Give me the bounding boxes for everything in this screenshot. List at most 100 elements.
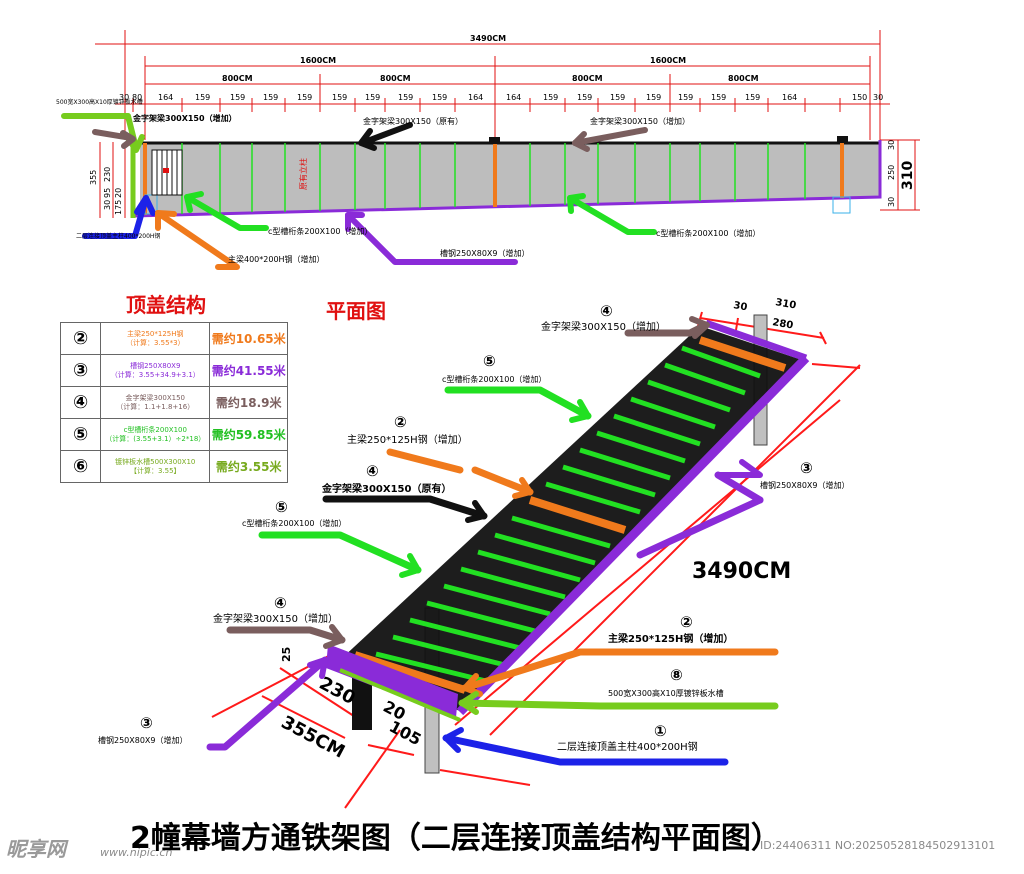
table-row: ④ 金字架梁300X150（计算：1.1+1.8+16） 需约18.9米 (59, 386, 288, 419)
iso-num-3-right: ③ (800, 459, 813, 477)
left-dim-230: 230 (103, 167, 112, 182)
iso-num-5-mid: ⑤ (275, 498, 288, 516)
main-title: 2幢幕墙方通铁架图（二层连接顶盖结构平面图） (130, 821, 781, 856)
left-dim-30: 30 (103, 200, 112, 210)
column-mark-mid (489, 137, 500, 144)
iso-num-1: ① (654, 722, 667, 740)
column-support-black (352, 670, 372, 730)
watermark-url: www.nipic.cn (100, 846, 172, 859)
isometric-view: 30 310 280 3490CM 355CM 230 25 20 105 ④ … (98, 297, 861, 809)
label-truss-orig: 金字架梁300X150（原有） (363, 116, 463, 126)
spacing-dim: 164 (782, 93, 797, 102)
label-column-top: 二层连接顶盖主柱400*200H钢 (76, 232, 160, 240)
spacing-dim: 159 (577, 93, 592, 102)
iso-channel-front (326, 644, 458, 718)
iso-num-2-mid: ② (394, 413, 407, 431)
label-truss-add-left: 金字架梁300X150（增加） (132, 113, 237, 123)
channel-steel-edge (132, 140, 882, 218)
right-dim-310: 310 (900, 161, 916, 190)
watermark-id: ID:24406311 NO:20250528184502913101 (760, 839, 995, 852)
iso-label-purlin-top: c型槽桁条200X100（增加） (442, 374, 546, 384)
iso-dim-length: 3490CM (692, 559, 791, 584)
iso-label-truss-orig: 金字架梁300X150（原有） (321, 482, 451, 495)
iso-label-channel-right: 槽钢250X80X9（增加） (760, 480, 850, 490)
row-desc-line2: （计算：3.55+34.9+3.1） (110, 370, 200, 379)
quarter-dim-4: 800CM (728, 74, 759, 83)
spacing-dim: 159 (678, 93, 693, 102)
spacing-dim: 159 (365, 93, 380, 102)
right-dim-250: 250 (887, 165, 896, 180)
iso-label-beam-low: 主梁250*125H钢（增加） (608, 632, 733, 645)
iso-dim-25: 25 (280, 647, 293, 662)
label-purlin-left: c型槽桁条200X100（增加） (268, 226, 372, 236)
iso-num-5-top: ⑤ (483, 352, 496, 370)
row-qty: 需约3.55米 (209, 450, 288, 483)
row-qty: 需约10.65米 (209, 322, 288, 355)
quarter-dim-1: 800CM (222, 74, 253, 83)
spacing-dim: 30 (119, 93, 129, 102)
iso-gutter (339, 668, 461, 722)
row-desc-line2: （计算：3.55*3） (125, 338, 185, 347)
spacing-dim: 159 (332, 93, 347, 102)
iso-num-8: ⑧ (670, 666, 683, 684)
iso-main-beam-front (353, 651, 467, 694)
row-desc-line1: 主梁250*125H钢 (127, 329, 184, 338)
spacing-dim: 159 (646, 93, 661, 102)
right-dim-30a: 30 (887, 140, 896, 150)
iso-label-truss-low: 金字架梁300X150（增加） (213, 612, 338, 625)
iso-dim-310: 310 (774, 297, 797, 311)
iso-dim-355: 355CM (278, 712, 349, 763)
spacing-dim: 80 (132, 93, 142, 102)
iso-num-4-top: ④ (600, 302, 613, 320)
row-qty: 需约18.9米 (209, 386, 288, 419)
spacing-dims: 30 80 164 159 159 159 159 159 159 159 15… (119, 93, 883, 102)
iso-main-beam-mid (528, 496, 627, 534)
iso-label-gutter: 500宽X300高X10厚镀锌板水槽 (608, 688, 724, 698)
spacing-dim: 159 (398, 93, 413, 102)
row-desc-line2: 【计算：3.55】 (129, 466, 181, 475)
top-dimension-lines (95, 30, 920, 218)
left-dim-95: 95 (103, 188, 112, 198)
right-dim-30b: 30 (887, 197, 896, 207)
iso-channel-right (456, 354, 810, 716)
spacing-dim: 164 (158, 93, 173, 102)
spacing-dim: 159 (543, 93, 558, 102)
material-table: ② 主梁250*125H钢（计算：3.55*3） 需约10.65米 ③ 槽钢25… (59, 322, 288, 483)
row-desc: 槽钢250X80X9（计算：3.55+34.9+3.1） (100, 354, 211, 387)
table-row: ⑤ c型槽桁条200X100（计算：(3.55+3.1）÷2*18） 需约59.… (59, 418, 288, 451)
row-desc-line1: 金字架梁300X150 (125, 393, 186, 402)
label-truss-add-right: 金字架梁300X150（增加） (590, 116, 690, 126)
row-number: ⑥ (59, 450, 102, 483)
center-red-text: 原有立柱 (298, 158, 308, 190)
iso-label-channel-left: 槽钢250X80X9（增加） (98, 735, 188, 745)
roof-structure-title: 顶盖结构 (126, 293, 206, 317)
table-row: ⑥ 镀锌板水槽500X300X10【计算：3.55】 需约3.55米 (59, 450, 288, 483)
iso-main-beam-back (698, 336, 787, 372)
roof-surface (140, 143, 880, 216)
row-desc-line1: 槽钢250X80X9 (130, 361, 181, 370)
table-row: ② 主梁250*125H钢（计算：3.55*3） 需约10.65米 (59, 322, 288, 355)
row-desc-line1: c型槽桁条200X100 (123, 425, 187, 434)
half-dim-right: 1600CM (650, 56, 686, 65)
iso-dim-280: 280 (771, 317, 794, 331)
spacing-dim: 30 (873, 93, 883, 102)
label-main-beam-top: 主梁400*200H钢（增加） (228, 254, 325, 264)
label-gutter-top: 500宽X300高X10厚镀锌板水槽 (56, 98, 143, 106)
row-desc-line2: （计算：(3.55+3.1）÷2*18） (105, 434, 206, 443)
left-dim-20: 20 (114, 188, 123, 198)
left-dim-175: 175 (114, 200, 123, 215)
column-mark-right (837, 136, 848, 143)
iso-label-beam-mid: 主梁250*125H钢（增加） (347, 433, 468, 446)
column-base-right (832, 196, 851, 214)
spacing-dim: 159 (610, 93, 625, 102)
row-number: ④ (59, 386, 102, 419)
spacing-dim: 150 (852, 93, 867, 102)
iso-purlins (375, 345, 761, 685)
iso-label-purlin-mid: c型槽桁条200X100（增加） (242, 518, 346, 528)
label-purlin-right: c型槽桁条200X100（增加） (656, 228, 760, 238)
watermark-brand: 昵享网 (6, 837, 69, 861)
label-channel-top: 槽钢250X80X9（增加） (440, 248, 530, 258)
iso-num-3-left: ③ (140, 714, 153, 732)
left-dim-355: 355 (89, 170, 98, 185)
